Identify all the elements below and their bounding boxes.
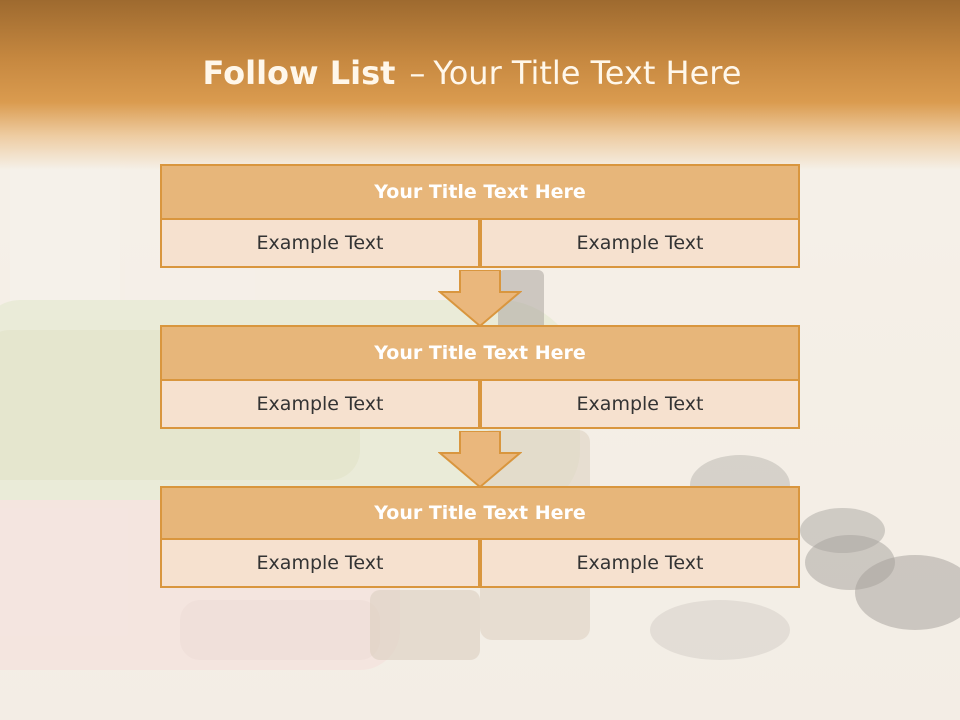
block-row: Example Text Example Text — [160, 540, 800, 588]
background-pink-towel — [180, 600, 380, 660]
block-row: Example Text Example Text — [160, 220, 800, 268]
page-title-bold: Follow List — [202, 54, 396, 92]
page-title-rest: Your Title Text Here — [433, 54, 742, 92]
background-stone — [650, 600, 790, 660]
background-glass — [10, 150, 120, 320]
background-bottle — [370, 590, 480, 660]
block-cell-right[interactable]: Example Text — [480, 381, 800, 429]
block-cell-left[interactable]: Example Text — [160, 381, 480, 429]
down-arrow-icon — [438, 431, 522, 489]
background-stone — [855, 555, 960, 630]
list-block-2[interactable]: Your Title Text Here Example Text Exampl… — [160, 325, 800, 429]
block-title[interactable]: Your Title Text Here — [160, 486, 800, 540]
block-title[interactable]: Your Title Text Here — [160, 325, 800, 381]
block-cell-left[interactable]: Example Text — [160, 540, 480, 588]
block-cell-right[interactable]: Example Text — [480, 220, 800, 268]
down-arrow-icon — [438, 270, 522, 328]
block-cell-left[interactable]: Example Text — [160, 220, 480, 268]
header-band — [0, 0, 960, 170]
block-row: Example Text Example Text — [160, 381, 800, 429]
list-block-3[interactable]: Your Title Text Here Example Text Exampl… — [160, 486, 800, 588]
page-title-separator: – — [409, 54, 426, 92]
block-title[interactable]: Your Title Text Here — [160, 164, 800, 220]
list-block-1[interactable]: Your Title Text Here Example Text Exampl… — [160, 164, 800, 268]
block-cell-right[interactable]: Example Text — [480, 540, 800, 588]
page-title[interactable]: Follow List–Your Title Text Here — [0, 54, 944, 92]
